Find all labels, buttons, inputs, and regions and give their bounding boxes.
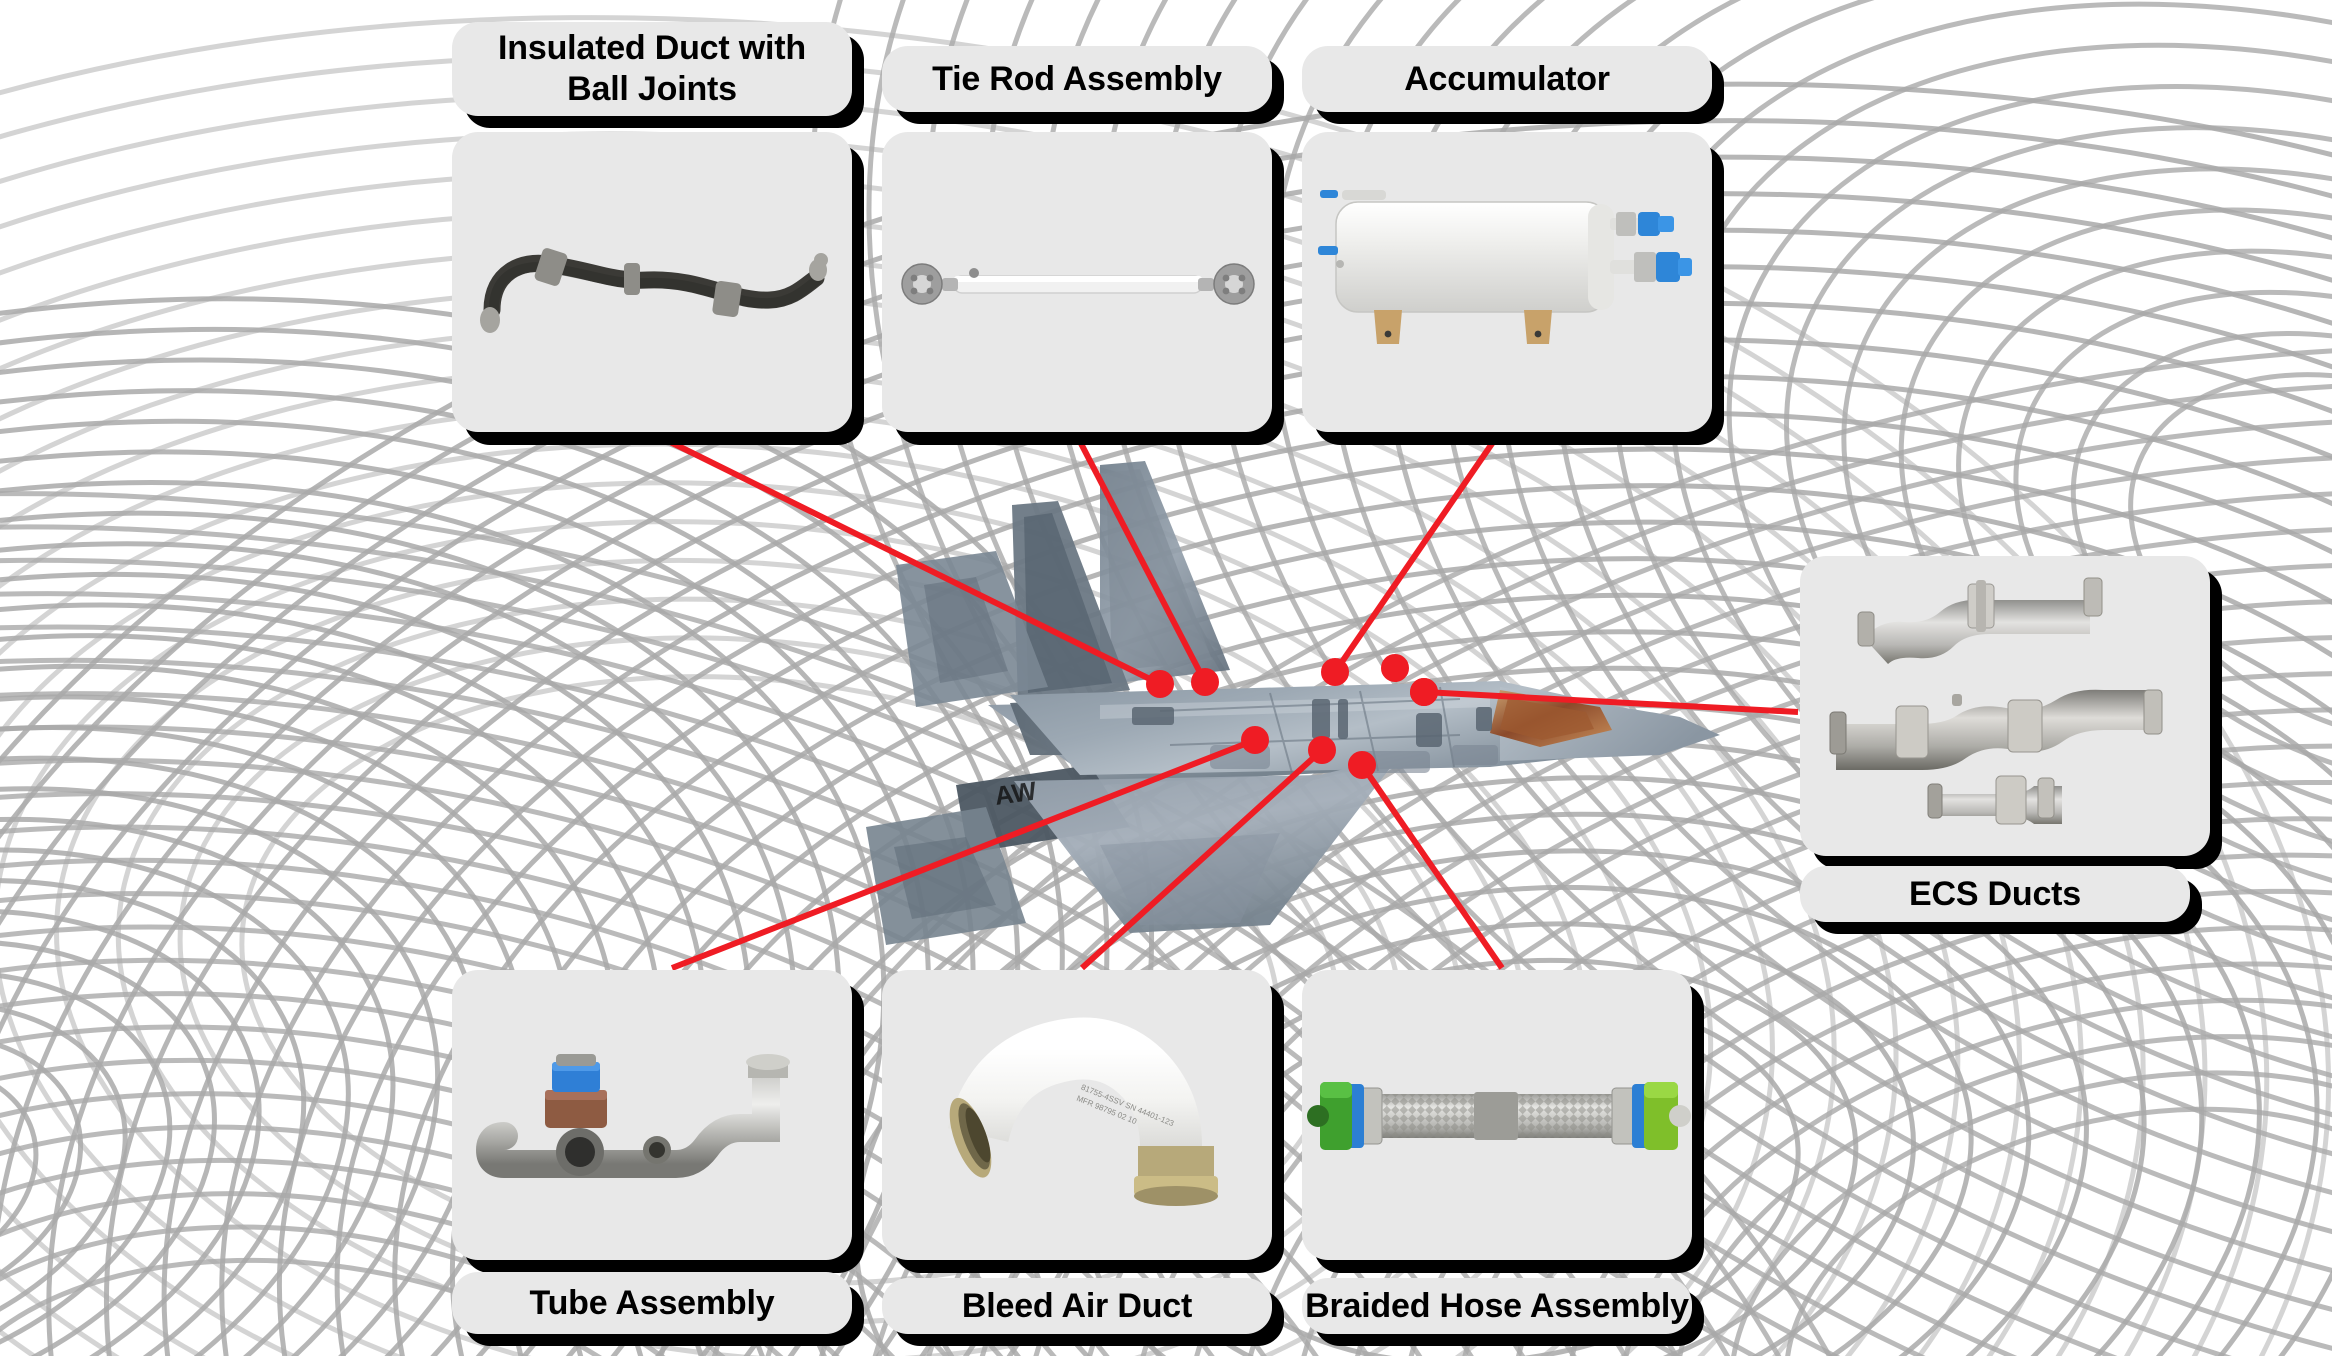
callout-dot-tube-assembly bbox=[1241, 726, 1269, 754]
label-bleed-air-duct[interactable]: Bleed Air Duct bbox=[882, 1278, 1272, 1334]
bleed-air-duct-image: 81755-4SSV SN 44401-123 MFR 98795 02 10 bbox=[882, 970, 1272, 1260]
callout-dot-accumulator bbox=[1321, 658, 1349, 686]
ecs-ducts-image bbox=[1800, 556, 2210, 856]
photo-box-insulated-duct[interactable] bbox=[452, 132, 852, 432]
callout-dot-bleed-air-duct bbox=[1308, 736, 1336, 764]
label-tube-assembly[interactable]: Tube Assembly bbox=[452, 1272, 852, 1334]
callout-dot-extra-1 bbox=[1410, 678, 1438, 706]
label-ecs-ducts[interactable]: ECS Ducts bbox=[1800, 866, 2190, 922]
photo-box-braided-hose[interactable] bbox=[1302, 970, 1692, 1260]
label-accumulator[interactable]: Accumulator bbox=[1302, 46, 1712, 112]
label-insulated-duct-text: Insulated Duct with Ball Joints bbox=[498, 29, 806, 108]
insulated-duct-image bbox=[452, 132, 852, 432]
callout-line-accumulator bbox=[1332, 430, 1503, 674]
callout-line-insulated-duct bbox=[648, 429, 1162, 687]
braided-hose-image bbox=[1302, 970, 1692, 1260]
tie-rod-image bbox=[882, 132, 1272, 432]
tube-assembly-image bbox=[452, 970, 852, 1260]
callout-dot-braided-hose-assembly bbox=[1348, 751, 1376, 779]
label-braided-hose[interactable]: Braided Hose Assembly bbox=[1302, 1278, 1692, 1334]
callout-line-ecs-ducts bbox=[1423, 689, 1799, 715]
photo-box-tie-rod[interactable] bbox=[882, 132, 1272, 432]
callout-dot-insulated-duct bbox=[1146, 670, 1174, 698]
callout-dot-tie-rod-assembly bbox=[1191, 668, 1219, 696]
callout-dot-extra-0 bbox=[1381, 654, 1409, 682]
accumulator-image bbox=[1302, 132, 1712, 432]
callout-line-tube-assembly bbox=[670, 737, 1257, 971]
callout-line-tie-rod-assembly bbox=[1072, 430, 1208, 684]
photo-box-ecs-ducts[interactable] bbox=[1800, 556, 2210, 856]
callout-line-braided-hose-assembly bbox=[1359, 763, 1505, 970]
photo-box-accumulator[interactable] bbox=[1302, 132, 1712, 432]
photo-box-tube-assembly[interactable] bbox=[452, 970, 852, 1260]
svg-text:AW: AW bbox=[993, 775, 1039, 811]
label-tie-rod[interactable]: Tie Rod Assembly bbox=[882, 46, 1272, 112]
photo-box-bleed-air-duct[interactable]: 81755-4SSV SN 44401-123 MFR 98795 02 10 bbox=[882, 970, 1272, 1260]
callout-line-bleed-air-duct bbox=[1079, 747, 1325, 971]
label-insulated-duct[interactable]: Insulated Duct with Ball Joints bbox=[452, 22, 852, 116]
